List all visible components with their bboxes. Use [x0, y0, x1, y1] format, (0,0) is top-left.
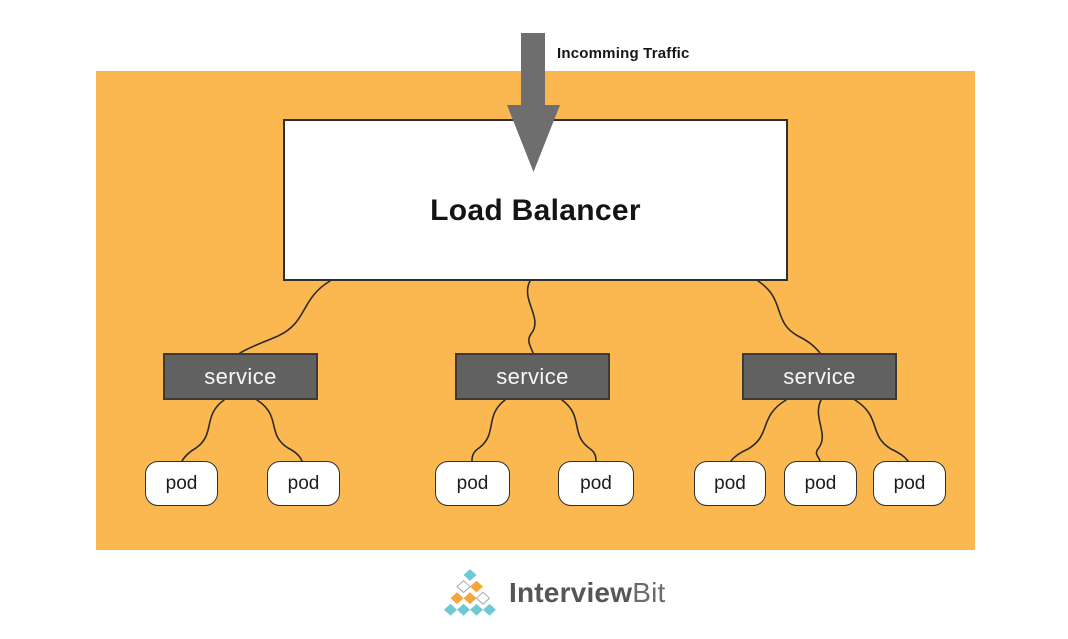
service-box-2: service	[455, 353, 610, 400]
pod-label: pod	[287, 472, 320, 494]
service-box-1: service	[163, 353, 318, 400]
pod-label: pod	[804, 472, 837, 494]
logo-diamond-orange	[463, 592, 477, 605]
logo-diamond-teal	[457, 603, 470, 616]
load-balancer-box: Load Balancer	[283, 119, 788, 281]
pod-node: pod	[873, 461, 946, 506]
logo-text-interview: Interview	[509, 577, 633, 608]
pod-node: pod	[145, 461, 218, 506]
logo-diamond-teal	[444, 603, 457, 616]
logo-diamond-teal	[463, 569, 477, 581]
logo-mark	[444, 569, 496, 616]
logo-diamond-teal	[483, 603, 496, 616]
load-balancer-label: Load Balancer	[430, 194, 641, 227]
logo-diamond-white	[475, 591, 491, 605]
pod-node: pod	[784, 461, 857, 506]
service-label: service	[783, 363, 856, 389]
interviewbit-logo: InterviewBit	[438, 567, 665, 619]
pod-label: pod	[165, 472, 198, 494]
pod-node: pod	[558, 461, 634, 506]
logo-diamond-teal	[470, 603, 483, 616]
incoming-traffic-label: Incomming Traffic	[557, 45, 690, 62]
pod-label: pod	[893, 472, 926, 494]
service-label: service	[496, 363, 569, 389]
logo-text: InterviewBit	[509, 577, 665, 609]
pod-label: pod	[456, 472, 489, 494]
logo-text-bit: Bit	[632, 577, 666, 608]
pod-node: pod	[267, 461, 340, 506]
pod-label: pod	[580, 472, 612, 494]
pod-node: pod	[694, 461, 766, 506]
service-label: service	[204, 363, 277, 389]
logo-diamond-orange	[450, 592, 464, 605]
pod-node: pod	[435, 461, 510, 506]
logo-diamond-orange	[470, 580, 483, 593]
logo-diamond-white	[456, 580, 471, 594]
pod-label: pod	[714, 472, 746, 494]
service-box-3: service	[742, 353, 897, 400]
